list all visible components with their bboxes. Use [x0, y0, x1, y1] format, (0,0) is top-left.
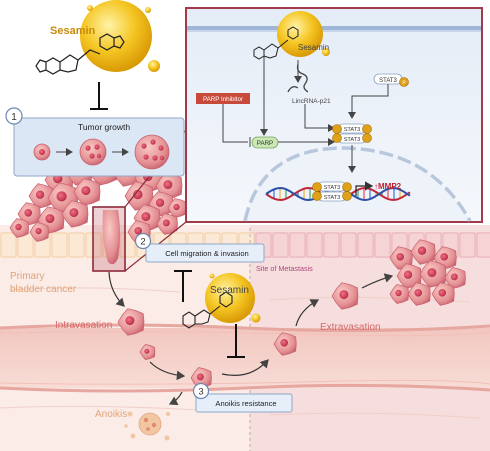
transcription-arrow	[355, 181, 374, 196]
stat3-free: STAT3 P	[373, 73, 409, 87]
lincrna-to-stat3-arrow	[304, 104, 335, 132]
parp-inhibitor-inhibit-line	[222, 104, 251, 147]
primary-label-line1: Primary	[10, 271, 44, 282]
invading-metastatic-cell	[331, 282, 359, 310]
epithelial-cell	[323, 232, 340, 258]
epithelial-cell	[374, 232, 391, 258]
site-metastasis-label: Site of Metastasis	[256, 264, 313, 273]
circulating-cell	[190, 367, 212, 389]
metastatic-cell	[444, 267, 466, 289]
metastatic-tumor-mass	[389, 239, 466, 306]
parp-inhibitor-label: PARP Inhibitor	[203, 96, 243, 103]
tumor-cell	[167, 198, 187, 218]
tumor-growth-stage-2	[79, 138, 107, 166]
stat3-dna-top-label: STAT3	[324, 185, 341, 191]
intravasating-cell	[117, 308, 145, 336]
epithelial-cell	[68, 232, 85, 258]
step1-number: 1	[11, 112, 17, 123]
migrating-cells	[117, 282, 359, 389]
lincrna-label: LincRNA-p21	[292, 98, 331, 105]
step3-title: Anoikis resistance	[215, 399, 276, 408]
epithelial-cell	[0, 232, 17, 258]
stat3-dimer-bottom-label: STAT3	[344, 137, 361, 143]
stat3-dna-bound: STAT3 STAT3	[312, 181, 352, 202]
anoikis-label: Anoikis	[95, 409, 127, 420]
parp-inhibitor-box: PARP Inhibitor	[196, 93, 250, 104]
parp-label: PARP	[257, 140, 273, 147]
intravasating-cell-tail	[139, 344, 156, 360]
stat3-dna-bottom-label: STAT3	[324, 195, 341, 201]
metastatic-cell	[419, 260, 447, 288]
extravasation-label: Extravasation	[320, 322, 381, 333]
anoikis-cell	[124, 411, 170, 441]
nucleus-envelope	[243, 146, 472, 222]
epithelial-cell	[459, 232, 476, 258]
epithelial-cell	[476, 232, 490, 258]
stat3-dimerize-arrow	[348, 84, 389, 119]
step1-title: Tumor growth	[78, 122, 130, 132]
step2-number: 2	[140, 237, 145, 248]
tumor-cell	[17, 202, 41, 226]
sesamin-mid-molecule	[182, 273, 261, 329]
tumor-cell	[61, 200, 89, 228]
stat3-free-label: STAT3	[379, 78, 397, 84]
stroma-fibers	[0, 287, 481, 419]
sesamin-top-molecule	[35, 0, 160, 75]
phospho-free: P	[402, 81, 406, 87]
tumor-growth-stage-3	[134, 134, 170, 170]
epithelial-cell	[51, 232, 68, 258]
sesamin-mid-label: Sesamin	[210, 285, 249, 296]
step3-panel: 3 Anoikis resistance	[192, 382, 293, 413]
stat3-dimer: STAT3 STAT3	[332, 123, 372, 144]
epithelial-cell	[357, 232, 374, 258]
tumor-cell	[29, 222, 49, 242]
epithelial-cell	[272, 232, 289, 258]
sesamin-inset-molecule	[253, 11, 330, 60]
tumor-cell	[156, 213, 178, 235]
metastatic-cell	[407, 282, 431, 306]
sesamin-inhibit-growth	[90, 82, 108, 110]
parp-pill: PARP	[251, 136, 279, 149]
tumor-cell	[73, 178, 101, 206]
mmp2-label: ↑MMP2	[374, 182, 402, 191]
sesamin-top-label: Sesamin	[50, 25, 96, 37]
sesamin-inhibit-anoikis	[227, 324, 245, 358]
step1-panel: 1 Tumor growth	[5, 107, 185, 177]
intravasation-label: Intravasation	[55, 320, 112, 331]
metastatic-cell	[389, 284, 409, 304]
step3-number: 3	[198, 387, 203, 398]
sesamin-inhibit-migration	[174, 270, 192, 302]
epithelial-cell	[340, 232, 357, 258]
metastatic-cell	[431, 282, 455, 306]
tumor-growth-stage-1	[33, 143, 51, 161]
primary-label-line2: bladder cancer	[10, 284, 77, 295]
tumor-cell	[28, 183, 54, 209]
tumor-cell	[124, 181, 154, 211]
step2-title: Cell migration & invasion	[165, 249, 249, 258]
extravasating-cell	[273, 332, 297, 356]
stat3-dimer-top-label: STAT3	[344, 127, 361, 133]
invasion-column	[92, 206, 126, 272]
step2-panel: 2 Cell migration & invasion	[134, 232, 265, 263]
sesamin-inset-label: Sesamin	[298, 43, 329, 52]
metastasis-path-arrows	[108, 271, 394, 406]
tumor-cell	[9, 218, 29, 238]
epithelial-cell	[119, 232, 136, 258]
epithelial-cell	[289, 232, 306, 258]
metastatic-cell	[410, 239, 436, 265]
epithelial-cell	[306, 232, 323, 258]
